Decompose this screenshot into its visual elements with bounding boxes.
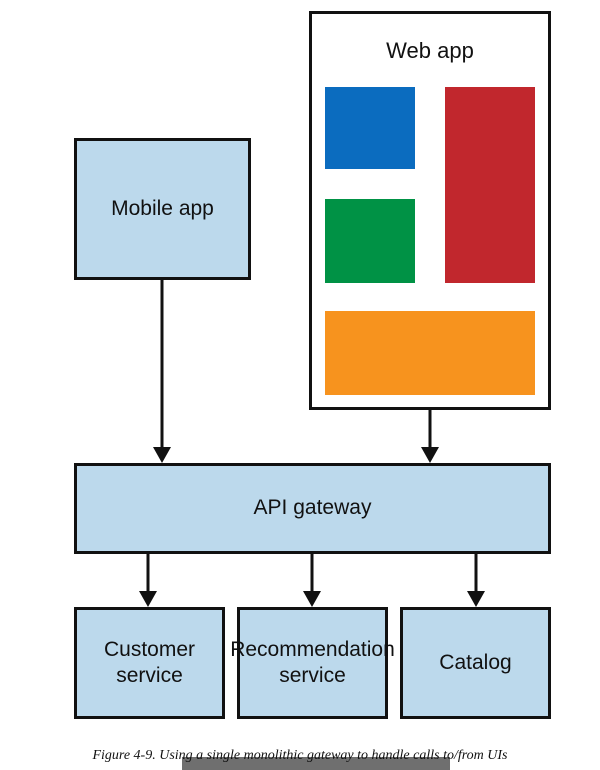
arrowhead-customer bbox=[139, 591, 157, 607]
mobile-app-label: Mobile app bbox=[111, 196, 214, 220]
web-app-label: Web app bbox=[386, 38, 474, 63]
web-app-tile-green bbox=[325, 199, 415, 283]
recommendation-service-label: Recommendation service bbox=[230, 637, 395, 690]
api-gateway-label: API gateway bbox=[253, 496, 372, 520]
catalog-label-line1: Catalog bbox=[439, 650, 512, 674]
arrowhead-mobile bbox=[153, 447, 171, 463]
recommendation-service-box: Recommendation service bbox=[230, 607, 395, 719]
customer-service-label-line2: service bbox=[116, 664, 183, 687]
api-gateway-box: API gateway bbox=[74, 463, 551, 554]
catalog-label: Catalog bbox=[439, 650, 511, 676]
catalog-box: Catalog bbox=[400, 607, 551, 719]
arrowhead-catalog bbox=[467, 591, 485, 607]
web-app-tile-orange bbox=[325, 311, 535, 395]
customer-service-label-line1: Customer bbox=[103, 637, 196, 661]
arrowhead-webapp bbox=[421, 447, 439, 463]
figure-caption: Figure 4-9. Using a single monolithic ga… bbox=[92, 748, 508, 763]
mobile-app-box: Mobile app bbox=[74, 138, 251, 280]
arrowhead-recommendation bbox=[303, 591, 321, 607]
web-app-box: Web app bbox=[309, 11, 551, 410]
recommendation-service-label-line2: service bbox=[279, 664, 346, 687]
web-app-tile-blue bbox=[325, 87, 415, 169]
recommendation-service-label-line1: Recommendation bbox=[230, 637, 395, 661]
customer-service-box: Customer service bbox=[74, 607, 225, 719]
web-app-tile-red bbox=[445, 87, 535, 283]
caption-strikethrough-bar bbox=[182, 757, 450, 770]
customer-service-label: Customer service bbox=[104, 637, 195, 690]
